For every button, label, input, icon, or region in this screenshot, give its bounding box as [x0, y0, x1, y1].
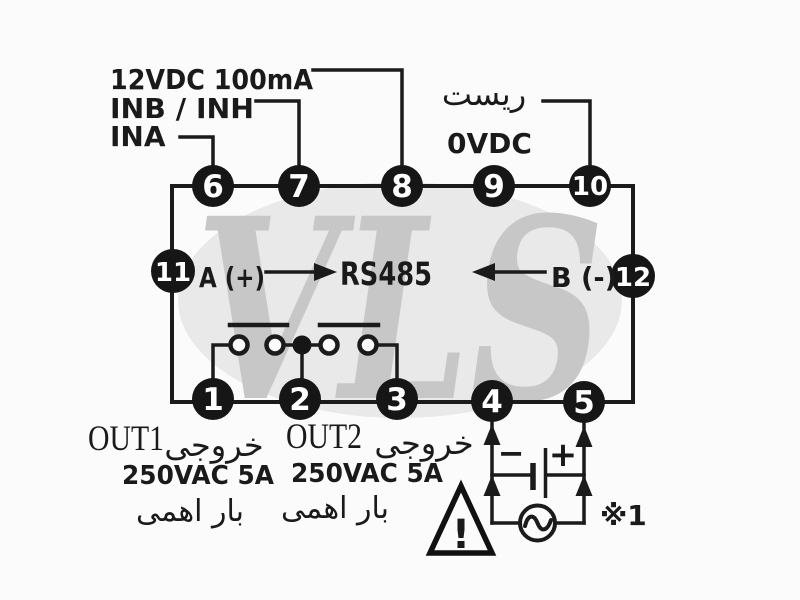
pin-11: 11: [151, 249, 195, 293]
label-out2-load-farsi: بار اهمی: [281, 491, 389, 526]
contact-terminal: [357, 334, 379, 356]
arrow-up-icon: [483, 475, 501, 496]
svg-text:6: 6: [202, 169, 224, 205]
label-note-ref: ※1: [600, 499, 647, 532]
warning-exclamation: !: [452, 512, 470, 558]
svg-text:3: 3: [386, 382, 408, 418]
pin-8: 8: [381, 165, 423, 207]
contact-common-junction: [292, 335, 312, 355]
svg-text:10: 10: [572, 172, 608, 202]
label-rs485: RS485: [340, 255, 432, 293]
svg-text:1: 1: [202, 382, 224, 418]
svg-text:11: 11: [155, 258, 191, 288]
label-reset-farsi: ریست: [442, 75, 526, 113]
label-out1: OUT1: [88, 418, 164, 458]
wire-supply-to-pin8: [311, 68, 404, 167]
pin-10: 10: [569, 165, 611, 207]
label-out2-farsi: خروجی: [374, 424, 473, 462]
label-out1-rating: 250VAC 5A: [122, 461, 274, 491]
svg-text:2: 2: [289, 382, 311, 418]
arrow-up-icon: [575, 475, 593, 496]
battery-icon: [490, 448, 586, 498]
wire-contact-to-pin3: [374, 343, 399, 380]
svg-text:8: 8: [391, 169, 413, 205]
watermark: VLS: [178, 163, 622, 457]
label-plus: +: [549, 435, 578, 475]
pin-7: 7: [278, 165, 320, 207]
label-minus: −: [498, 434, 525, 472]
wire-reset-to-pin10: [541, 99, 592, 167]
pin-5: 5: [563, 381, 605, 423]
wire-inb-to-pin7: [254, 99, 301, 167]
label-rs485-a-plus: A (+): [199, 261, 265, 294]
svg-text:12: 12: [615, 263, 651, 293]
label-supply-12vdc: 12VDC 100mA: [110, 63, 313, 96]
pin-12: 12: [611, 254, 655, 298]
watermark-blob: [178, 182, 622, 418]
contact-terminal: [264, 334, 286, 356]
pin-2: 2: [279, 378, 321, 420]
pin-6: 6: [192, 165, 234, 207]
svg-text:4: 4: [481, 384, 503, 420]
svg-text:7: 7: [288, 169, 310, 205]
pin-1: 1: [192, 378, 234, 420]
ac-source-icon: [490, 503, 586, 543]
arrow-left-icon: [472, 263, 495, 281]
label-out2-rating: 250VAC 5A: [291, 459, 443, 489]
wire-ina-to-pin6: [178, 135, 215, 167]
label-inb-inh: INB / INH: [110, 92, 254, 125]
arrow-up-icon: [575, 426, 593, 447]
pin-9: 9: [473, 165, 515, 207]
ac-sine-icon: [523, 514, 553, 532]
pin-3: 3: [376, 378, 418, 420]
warning-triangle-icon: !: [425, 479, 497, 558]
contact-terminal: [318, 334, 340, 356]
supply-circuit: [483, 420, 593, 543]
label-0vdc: 0VDC: [447, 127, 532, 160]
contact-terminal: [228, 334, 250, 356]
arrow-right-icon: [314, 263, 337, 281]
warning-triangle-outline: [425, 479, 497, 556]
label-out1-load-farsi: بار اهمی: [136, 494, 244, 529]
label-out1-farsi: خروجی: [164, 426, 263, 464]
arrow-up-icon: [483, 424, 501, 445]
pin-4: 4: [471, 380, 513, 422]
svg-text:5: 5: [573, 385, 595, 421]
svg-text:9: 9: [483, 169, 505, 205]
label-out2: OUT2: [286, 416, 362, 456]
label-rs485-b-minus: B (-): [551, 261, 617, 294]
wire-pin1-to-contact: [211, 343, 232, 380]
label-ina: INA: [110, 120, 166, 153]
